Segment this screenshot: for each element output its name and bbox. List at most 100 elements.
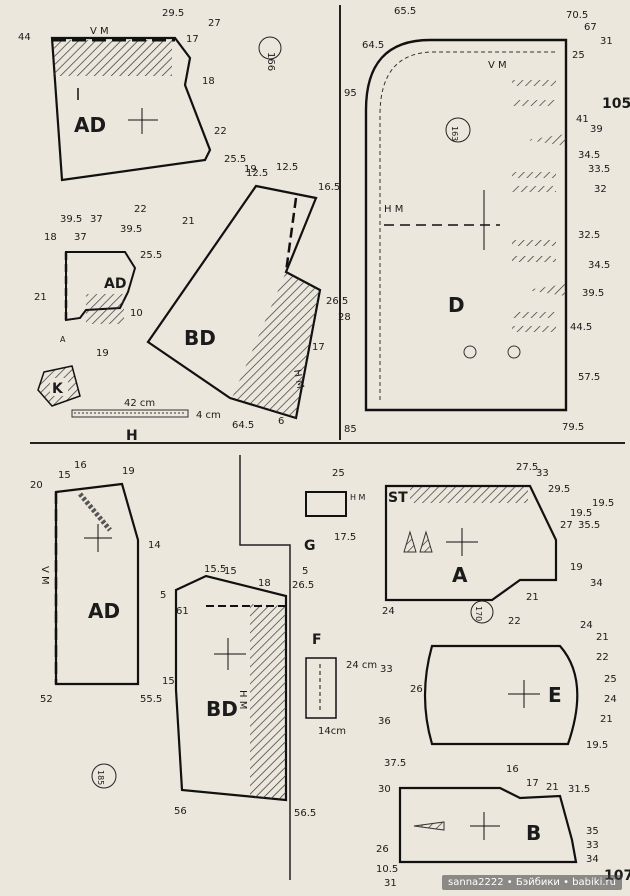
pattern-line <box>410 487 528 503</box>
measurement-label: 163 <box>450 126 459 141</box>
measurement-label: 44.5 <box>570 322 592 333</box>
measurement-label: 21 <box>546 782 559 793</box>
measurement-label: 5 <box>302 566 308 577</box>
measurement-label: 24 <box>604 694 617 705</box>
measurement-label: 17 <box>186 34 199 45</box>
pattern-line <box>232 272 320 418</box>
measurement-label: 37 <box>90 214 103 225</box>
measurement-label: 19.5 <box>586 740 608 751</box>
measurement-label: H M <box>350 493 366 502</box>
measurement-label: 6 <box>278 416 284 427</box>
measurement-label: 18 <box>258 578 271 589</box>
measurement-label: 61 <box>176 606 189 617</box>
measurement-label: 27.5 <box>516 462 538 473</box>
pattern-line <box>512 80 556 86</box>
measurement-label: 21 <box>182 216 195 227</box>
measurement-label: 39.5 <box>120 224 142 235</box>
measurement-label: 18 <box>44 232 57 243</box>
measurement-label: 31.5 <box>568 784 590 795</box>
measurement-label: 34 <box>586 854 599 865</box>
watermark: sanna2222 • Бэйбики • babiki.ru <box>442 875 622 890</box>
piece-bd-top: BD H M 12.5 12.5 16.5 21 26.5 28 17 6 64… <box>146 162 351 431</box>
measurement-label: F <box>312 632 322 648</box>
pattern-line <box>445 117 471 143</box>
pattern-line <box>54 40 172 76</box>
page-number: 105 <box>602 96 630 112</box>
measurement-label: 21 <box>526 592 539 603</box>
measurement-label: 170 <box>474 606 483 621</box>
measurement-label: 15 <box>224 566 237 577</box>
measurement-label: H M <box>237 690 248 709</box>
measurement-label: 18 <box>202 76 215 87</box>
piece-letter-ad: AD <box>74 113 106 137</box>
measurement-label: 22 <box>134 204 147 215</box>
measurement-label: 39.5 <box>582 288 604 299</box>
measurement-label: 185 <box>96 770 105 785</box>
measurement-label: 39.5 <box>60 214 82 225</box>
measurement-label: 19.5 <box>592 498 614 509</box>
measurement-label: 22 <box>214 126 227 137</box>
pattern-line <box>512 186 556 192</box>
measurement-label: 24 <box>382 606 395 617</box>
measurement-label: 26 <box>410 684 423 695</box>
measurement-label: K <box>52 381 64 397</box>
measurement-label: 31 <box>384 878 397 889</box>
pattern-line <box>50 36 212 182</box>
measurement-label: 64.5 <box>232 420 254 431</box>
measurement-label: AD <box>88 599 120 623</box>
measurement-label: 33 <box>380 664 393 675</box>
vm-label: V M <box>90 26 109 37</box>
measurement-label: 19 <box>570 562 583 573</box>
measurement-label: H M <box>384 204 403 215</box>
measurement-label: 67 <box>584 22 597 33</box>
measurement-label: 37 <box>74 232 87 243</box>
piece-b: B 16 17 21 31.5 30 35 33 34 26 10.5 31 1… <box>376 764 630 889</box>
measurement-label: 14 <box>148 540 161 551</box>
measurement-label: 21 <box>596 632 609 643</box>
measurement-label: 70.5 <box>566 10 588 21</box>
pattern-line <box>419 530 433 553</box>
pattern-line <box>463 345 477 359</box>
measurement-label: 31 <box>600 36 613 47</box>
measurement-label: 24 <box>580 620 593 631</box>
measurement-label: H <box>126 428 138 444</box>
measurement-label: 32 <box>594 184 607 195</box>
measurement-label: 16 <box>506 764 519 775</box>
measurement-label: BD <box>206 697 238 721</box>
measurement-label: 26.5 <box>326 296 348 307</box>
measurement-label: 17 <box>312 342 325 353</box>
measurement-label: 64.5 <box>362 40 384 51</box>
measurement-label: 25.5 <box>224 154 246 165</box>
measurement-label: BD <box>184 326 216 350</box>
piece-ad-bottom: AD V M 20 15 16 19 14 52 55.5 <box>30 460 162 705</box>
measurement-label: 10.5 <box>376 864 398 875</box>
measurement-label: 15 <box>162 676 175 687</box>
measurement-label: 26.5 <box>292 580 314 591</box>
measurement-label: 55.5 <box>140 694 162 705</box>
piece-k: K <box>37 365 81 407</box>
pattern-line <box>512 326 556 332</box>
measurement-label: 19 <box>244 164 257 175</box>
measurement-label: 35.5 <box>578 520 600 531</box>
measurement-label: 15 <box>58 470 71 481</box>
measurement-label: 34 <box>590 578 603 589</box>
measurement-label: E <box>548 683 562 707</box>
step-divider-bottom <box>239 455 291 880</box>
pattern-line <box>384 484 558 602</box>
measurement-label: 42 cm <box>124 398 155 409</box>
pattern-line <box>398 786 578 864</box>
measurement-label: 15.5 <box>204 564 226 575</box>
pattern-line <box>413 821 445 831</box>
pattern-line <box>364 38 568 412</box>
measurement-label: 19 <box>96 348 109 359</box>
measurement-label: 16 <box>74 460 87 471</box>
measurement-label: A <box>60 335 66 344</box>
pattern-line <box>507 345 521 359</box>
pattern-line <box>470 600 494 624</box>
measurement-label: H M <box>291 369 305 390</box>
pattern-line <box>512 256 556 262</box>
measurement-label: 25 <box>572 50 585 61</box>
piece-ad-top: AD V M 166 44 29.5 27 17 18 22 25.5 19 <box>18 8 282 182</box>
